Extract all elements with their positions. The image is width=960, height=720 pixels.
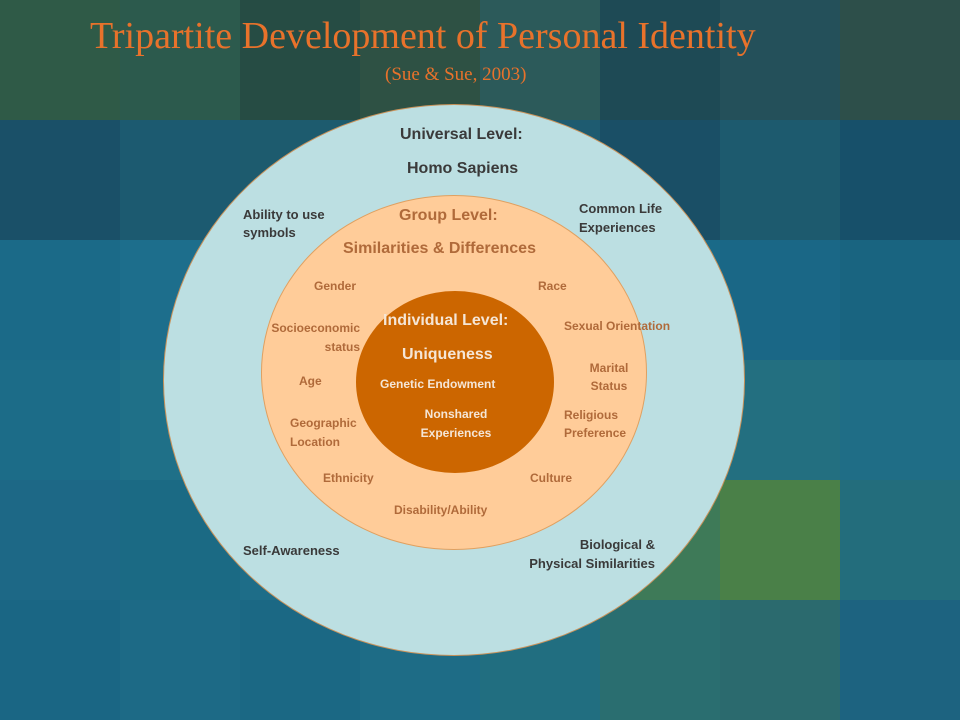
disability-ability-label: Disability/Ability (394, 503, 488, 517)
ethnicity-label: Ethnicity (323, 471, 374, 485)
biological-label: Biological & Physical Similarities (529, 537, 655, 571)
religious-preference-label: Religious Preference (564, 408, 627, 440)
universal-subheading: Homo Sapiens (407, 160, 519, 177)
group-heading: Group Level: (399, 207, 498, 224)
universal-heading: Universal Level: (400, 126, 523, 143)
individual-heading: Individual Level: (383, 312, 509, 329)
geographic-location-label: Geographic Location (290, 416, 357, 449)
group-subheading: Similarities & Differences (343, 240, 536, 257)
common-life-label: Common Life Experiences (579, 201, 663, 235)
marital-status-label: Marital Status (589, 361, 629, 393)
genetic-endowment-label: Genetic Endowment (380, 377, 496, 391)
age-label: Age (299, 374, 322, 388)
individual-subheading: Uniqueness (402, 346, 493, 363)
culture-label: Culture (530, 471, 572, 485)
individual-level-circle (356, 291, 554, 473)
sexual-orientation-label: Sexual Orientation (564, 319, 671, 333)
socioeconomic-label: Socioeconomic status (271, 321, 360, 354)
race-label: Race (538, 279, 567, 293)
self-awareness-label: Self-Awareness (243, 543, 340, 558)
nonshared-experiences-label: Nonshared Experiences (420, 407, 492, 440)
ability-symbols-label: Ability to use symbols (243, 207, 325, 240)
gender-label: Gender (314, 279, 357, 293)
slide-subtitle: (Sue & Sue, 2003) (385, 64, 527, 85)
slide-title: Tripartite Development of Personal Ident… (90, 15, 756, 57)
